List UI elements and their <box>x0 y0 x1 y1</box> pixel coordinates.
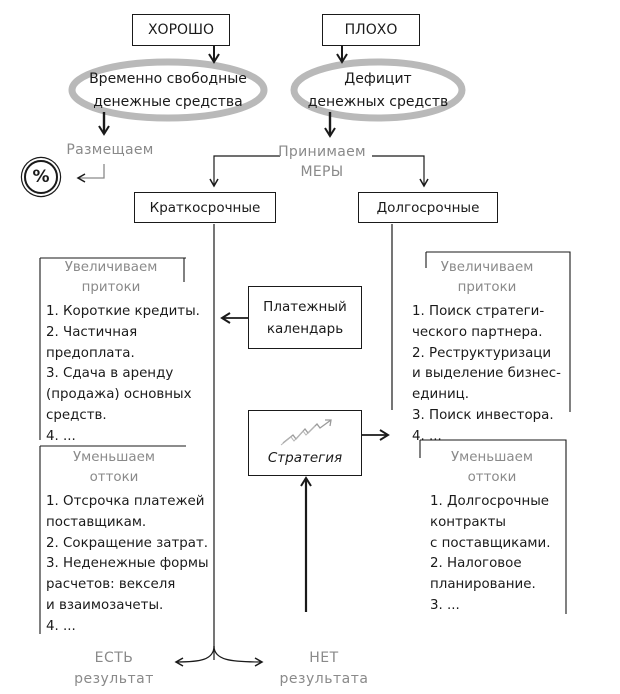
bad-oval-line1: Дефицит <box>344 71 412 87</box>
left-outflows-head1: Уменьшаем <box>73 450 155 465</box>
list-item: и выделение бизнес- <box>412 366 561 382</box>
list-item: 4. ... <box>412 428 442 444</box>
bad-oval-text: Дефицит денежных средств <box>304 68 452 114</box>
short-term-box: Краткосрочные <box>134 192 276 223</box>
good-oval <box>68 58 268 122</box>
strategy-box: Стратегия <box>248 410 362 476</box>
right-inflows-heading: Увеличиваем притоки <box>412 258 562 298</box>
left-inflows-head2: притоки <box>81 280 141 295</box>
bad-label: ПЛОХО <box>344 22 398 38</box>
list-item: 4. ... <box>46 428 76 444</box>
list-item: 2. Частичная <box>46 324 138 340</box>
list-item: 3. ... <box>430 597 460 613</box>
list-item: предоплата. <box>46 345 135 361</box>
right-inflows-head1: Увеличиваем <box>440 260 534 275</box>
result-no-line2: результата <box>279 671 369 687</box>
short-term-label: Краткосрочные <box>149 199 261 216</box>
good-oval-line2: денежные средства <box>93 94 243 110</box>
right-outflows-head2: оттоки <box>467 470 517 485</box>
list-item: 2. Реструктуризаци <box>412 345 552 361</box>
long-term-label: Долгосрочные <box>376 199 480 216</box>
payment-calendar-line2: календарь <box>266 320 344 337</box>
result-yes-line2: результат <box>74 671 154 687</box>
right-outflows-head1: Уменьшаем <box>451 450 533 465</box>
bad-oval-line2: денежных средств <box>307 94 449 110</box>
list-item: 1. Поиск стратеги- <box>412 304 545 319</box>
payment-calendar-line1: Платежный <box>263 298 347 315</box>
right-inflows-list: Увеличиваем притоки 1. Поиск стратеги- ч… <box>412 258 572 448</box>
measures-label: Принимаем МЕРЫ <box>272 142 372 182</box>
left-inflows-list: Увеличиваем притоки 1. Короткие кредиты.… <box>46 258 216 448</box>
payment-calendar-box: Платежный календарь <box>248 286 362 349</box>
list-item: 4. ... <box>46 618 76 634</box>
growth-chart-icon <box>280 419 332 446</box>
left-outflows-head2: оттоки <box>89 470 139 485</box>
left-inflows-head1: Увеличиваем <box>64 260 158 275</box>
list-item: 1. Долгосрочные <box>430 494 550 509</box>
list-item: и взаимозачеты. <box>46 597 164 613</box>
list-item: 2. Налоговое <box>430 556 522 572</box>
good-oval-line1: Временно свободные <box>89 71 247 87</box>
measures-line1: Принимаем <box>278 144 366 160</box>
place-label: Размещаем <box>66 142 154 158</box>
list-item: поставщикам. <box>46 514 147 530</box>
result-no-label: НЕТ результата <box>272 648 376 690</box>
list-item: планирование. <box>430 577 536 593</box>
bad-box: ПЛОХО <box>322 14 420 46</box>
list-item: средств. <box>46 407 107 423</box>
list-item: 1. Короткие кредиты. <box>46 304 200 319</box>
list-item: 3. Неденежные формы <box>46 556 209 572</box>
result-yes-label: ЕСТЬ результат <box>64 648 164 690</box>
list-item: с поставщиками. <box>430 535 551 551</box>
long-term-box: Долгосрочные <box>358 192 498 223</box>
right-inflows-head2: притоки <box>457 280 517 295</box>
right-outflows-heading: Уменьшаем оттоки <box>430 448 554 488</box>
list-item: (продажа) основных <box>46 387 192 403</box>
result-yes-line1: ЕСТЬ <box>94 650 134 666</box>
left-outflows-heading: Уменьшаем оттоки <box>46 448 182 488</box>
list-item: 3. Сдача в аренду <box>46 366 174 382</box>
left-inflows-heading: Увеличиваем притоки <box>46 258 176 298</box>
measures-line2: МЕРЫ <box>300 164 344 180</box>
list-item: контракты <box>430 514 507 530</box>
list-item: 2. Сокращение затрат. <box>46 535 209 551</box>
list-item: 1. Отсрочка платежей <box>46 494 205 509</box>
list-item: расчетов: векселя <box>46 577 176 593</box>
good-box: ХОРОШО <box>132 14 230 46</box>
good-oval-text: Временно свободные денежные средства <box>84 68 252 114</box>
list-item: 3. Поиск инвестора. <box>412 407 554 423</box>
percent-symbol: % <box>32 167 50 187</box>
list-item: единиц. <box>412 387 470 403</box>
percent-icon: % <box>24 160 58 194</box>
list-item: ческого партнера. <box>412 324 543 340</box>
right-outflows-list: Уменьшаем оттоки 1. Долгосрочные контрак… <box>430 448 580 617</box>
good-label: ХОРОШО <box>147 22 215 38</box>
left-outflows-list: Уменьшаем оттоки 1. Отсрочка платежей по… <box>46 448 222 638</box>
result-no-line1: НЕТ <box>309 650 339 666</box>
bad-oval <box>290 58 466 122</box>
strategy-label: Стратегия <box>267 450 343 466</box>
